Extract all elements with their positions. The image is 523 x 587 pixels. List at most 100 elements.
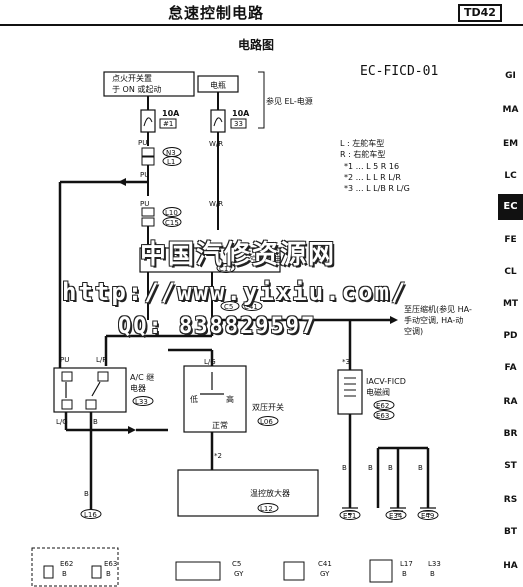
ac-relay-box xyxy=(139,247,281,273)
watermark-line-1: 中国汽修资源网 xyxy=(140,240,337,270)
tab-bt[interactable]: BT xyxy=(504,527,517,537)
ignition-switch-label-2: 于 ON 或起动 xyxy=(112,84,161,94)
ac-relay-box-label: 空调继电器 xyxy=(250,254,290,264)
relay-pin-pu: PU xyxy=(60,356,69,364)
iacv-solenoid xyxy=(337,369,363,415)
watermark-line-3: QQ: 838829597 xyxy=(118,314,317,339)
header-rule xyxy=(0,24,523,26)
bottom-connector-l33: L33 xyxy=(428,560,441,568)
connector-l06-label: L06 xyxy=(260,418,273,426)
star2-marker: *2 xyxy=(214,452,222,460)
connector-e34-label: E34 xyxy=(389,512,403,520)
tab-pd[interactable]: PD xyxy=(503,331,518,341)
bottom-connector-l17: L17 xyxy=(400,560,413,568)
tab-st[interactable]: ST xyxy=(504,461,517,471)
wire-pu-3: PU xyxy=(140,200,149,208)
compressor-note-3: 空调) xyxy=(404,326,423,336)
connector-e51-label: E51 xyxy=(343,512,356,520)
dps-high-label: 高 xyxy=(226,394,234,404)
dps-label: 双压开关 xyxy=(252,402,284,412)
bottom-connector-e63: E63 xyxy=(104,560,117,568)
wire-b-iacv: B xyxy=(342,464,347,472)
connector-e49-label: E49 xyxy=(421,512,434,520)
connector-e62-label: E62 xyxy=(376,402,389,410)
wire-lg-1: L/G xyxy=(204,358,216,366)
ignition-switch-label-1: 点火开关置 xyxy=(112,73,152,83)
tab-cl[interactable]: CL xyxy=(504,267,517,277)
wire-wr-1: W/R xyxy=(209,140,223,148)
dual-pressure-switch xyxy=(183,365,247,433)
wire-wr-2: W/R xyxy=(209,200,223,208)
right-fuse-amp: 10A xyxy=(232,109,250,118)
bottom-connector-e62: E62 xyxy=(60,560,73,568)
model-tag: TD42 xyxy=(458,4,502,22)
connector-l1 xyxy=(162,156,182,166)
wire-b-relay: B xyxy=(93,418,98,426)
tab-rs[interactable]: RS xyxy=(503,495,518,505)
tab-em[interactable]: EM xyxy=(502,139,519,149)
wire-b-g3: B xyxy=(418,464,423,472)
connector-c15-label: C15 xyxy=(165,219,179,227)
diagram-code: EC-FICD-01 xyxy=(360,64,439,79)
relay-pin-lr: L/R xyxy=(96,356,107,364)
star3-marker: *3 xyxy=(342,358,350,366)
legend-right-hand: R : 右舵车型 xyxy=(340,149,385,159)
left-fuse-id: #1 xyxy=(163,120,173,128)
battery-label: 电瓶 xyxy=(210,80,226,90)
tab-ec[interactable]: EC xyxy=(498,194,523,220)
page-title: 怠速控制电路 xyxy=(168,4,265,22)
tab-lc[interactable]: LC xyxy=(504,171,517,181)
connector-c5-label: C5 xyxy=(224,303,233,311)
right-fuse xyxy=(210,109,226,133)
thermo-amp-box xyxy=(177,469,319,517)
wire-b-relay-2: B xyxy=(84,490,89,498)
bottom-connector-e63-color: B xyxy=(106,570,111,578)
connector-l16-label: L16 xyxy=(84,511,97,519)
tab-mt[interactable]: MT xyxy=(502,299,519,309)
bottom-connector-group xyxy=(31,547,119,587)
wiring-schematic: 点火开关置 于 ON 或起动 电瓶 参见 EL-电源 10A #1 PU N3 … xyxy=(31,71,472,587)
connector-c41-label: C41 xyxy=(244,303,258,311)
section-subtitle: 电路图 xyxy=(238,38,275,52)
iacv-label-2: 电磁阀 xyxy=(366,387,390,397)
ac-relay xyxy=(53,367,127,413)
watermark-line-2: http://www.yixiu.com/ xyxy=(62,278,408,306)
power-ref-label: 参见 EL-电源 xyxy=(266,96,313,106)
bottom-connector-l17-color: B xyxy=(402,570,407,578)
dps-normal-label: 正常 xyxy=(212,421,228,430)
wire-pu-1: PU xyxy=(138,139,147,147)
bottom-connector-l33-color: B xyxy=(430,570,435,578)
tab-ma[interactable]: MA xyxy=(502,105,519,115)
tab-fe[interactable]: FE xyxy=(504,235,517,245)
tab-br[interactable]: BR xyxy=(503,429,518,439)
bottom-connector-c5-color: GY xyxy=(234,570,244,578)
compressor-note-1: 至压缩机(参见 HA- xyxy=(404,304,472,314)
left-fuse-amp: 10A xyxy=(162,109,180,118)
tab-ha[interactable]: HA xyxy=(503,561,518,571)
power-ref-bracket xyxy=(258,71,265,129)
tab-ra[interactable]: RA xyxy=(503,397,518,407)
wire-b-g1: B xyxy=(368,464,373,472)
connector-e63-label: E63 xyxy=(376,412,389,420)
iacv-label-1: IACV-FICD xyxy=(366,377,406,386)
connector-l10-label: L10 xyxy=(165,209,178,217)
relay-label-1: A/C 继 xyxy=(130,372,154,382)
tab-gi[interactable]: GI xyxy=(505,71,516,81)
connector-n3-label: N3 xyxy=(166,149,176,157)
compressor-note-2: 手动空调, HA-动 xyxy=(404,315,463,325)
wire-b-g2: B xyxy=(388,464,393,472)
bottom-connector-c5: C5 xyxy=(232,560,241,568)
thermo-amp-label: 温控放大器 xyxy=(250,488,290,498)
right-fuse-id: 33 xyxy=(234,120,243,128)
bottom-connector-c41-color: GY xyxy=(320,570,330,578)
bottom-connector-c41: C41 xyxy=(318,560,332,568)
legend-row-3: *3 … L L/B R L/G xyxy=(344,184,410,193)
connector-l33-label: L33 xyxy=(135,398,148,406)
relay-label-2: 电器 xyxy=(130,383,146,393)
legend-row-2: *2 … L L R L/R xyxy=(344,173,401,182)
tab-fa[interactable]: FA xyxy=(504,363,517,373)
wire-pu-2: PU xyxy=(140,171,149,179)
bottom-connector-e62-color: B xyxy=(62,570,67,578)
connector-l12-label: L12 xyxy=(260,505,273,513)
